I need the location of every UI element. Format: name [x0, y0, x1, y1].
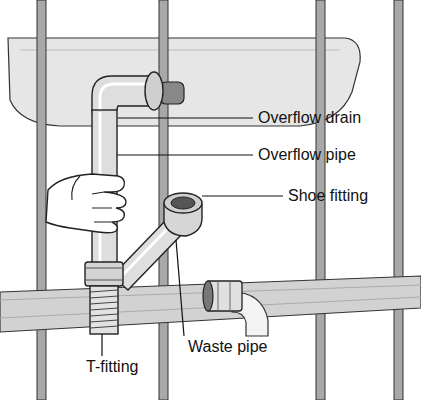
thumb-line — [72, 176, 80, 200]
part-label: Waste pipe — [188, 338, 267, 356]
part-label: Overflow pipe — [258, 146, 356, 164]
bathtub — [8, 38, 360, 126]
part-label: Overflow drain — [258, 109, 361, 127]
drain-stub-opening — [203, 281, 213, 311]
floor-joist — [0, 276, 421, 332]
part-label: T-fitting — [86, 358, 138, 376]
thread-lines — [90, 290, 118, 328]
leader-line — [101, 334, 102, 356]
vertical-pipe — [37, 0, 46, 400]
leader-line — [118, 117, 253, 118]
pipe-highlight — [118, 224, 172, 280]
part-label: Shoe fitting — [288, 187, 368, 205]
pipe-highlight — [100, 84, 148, 110]
t-fitting-thread — [90, 286, 118, 334]
nut-edge — [85, 268, 123, 280]
leader-line — [117, 154, 253, 155]
shoe-fitting-rim — [164, 193, 202, 213]
hand — [46, 174, 126, 233]
tub-rim-line — [20, 50, 340, 51]
overflow-elbow — [92, 76, 150, 112]
leader-line — [202, 195, 283, 196]
shoe-fitting-opening — [171, 197, 195, 209]
overflow-flange — [145, 72, 163, 110]
leader-line — [176, 240, 184, 336]
finger-lines — [92, 192, 112, 222]
stub-ridge — [218, 281, 230, 311]
t-fitting-nut — [85, 262, 123, 286]
vertical-pipe — [394, 0, 403, 400]
